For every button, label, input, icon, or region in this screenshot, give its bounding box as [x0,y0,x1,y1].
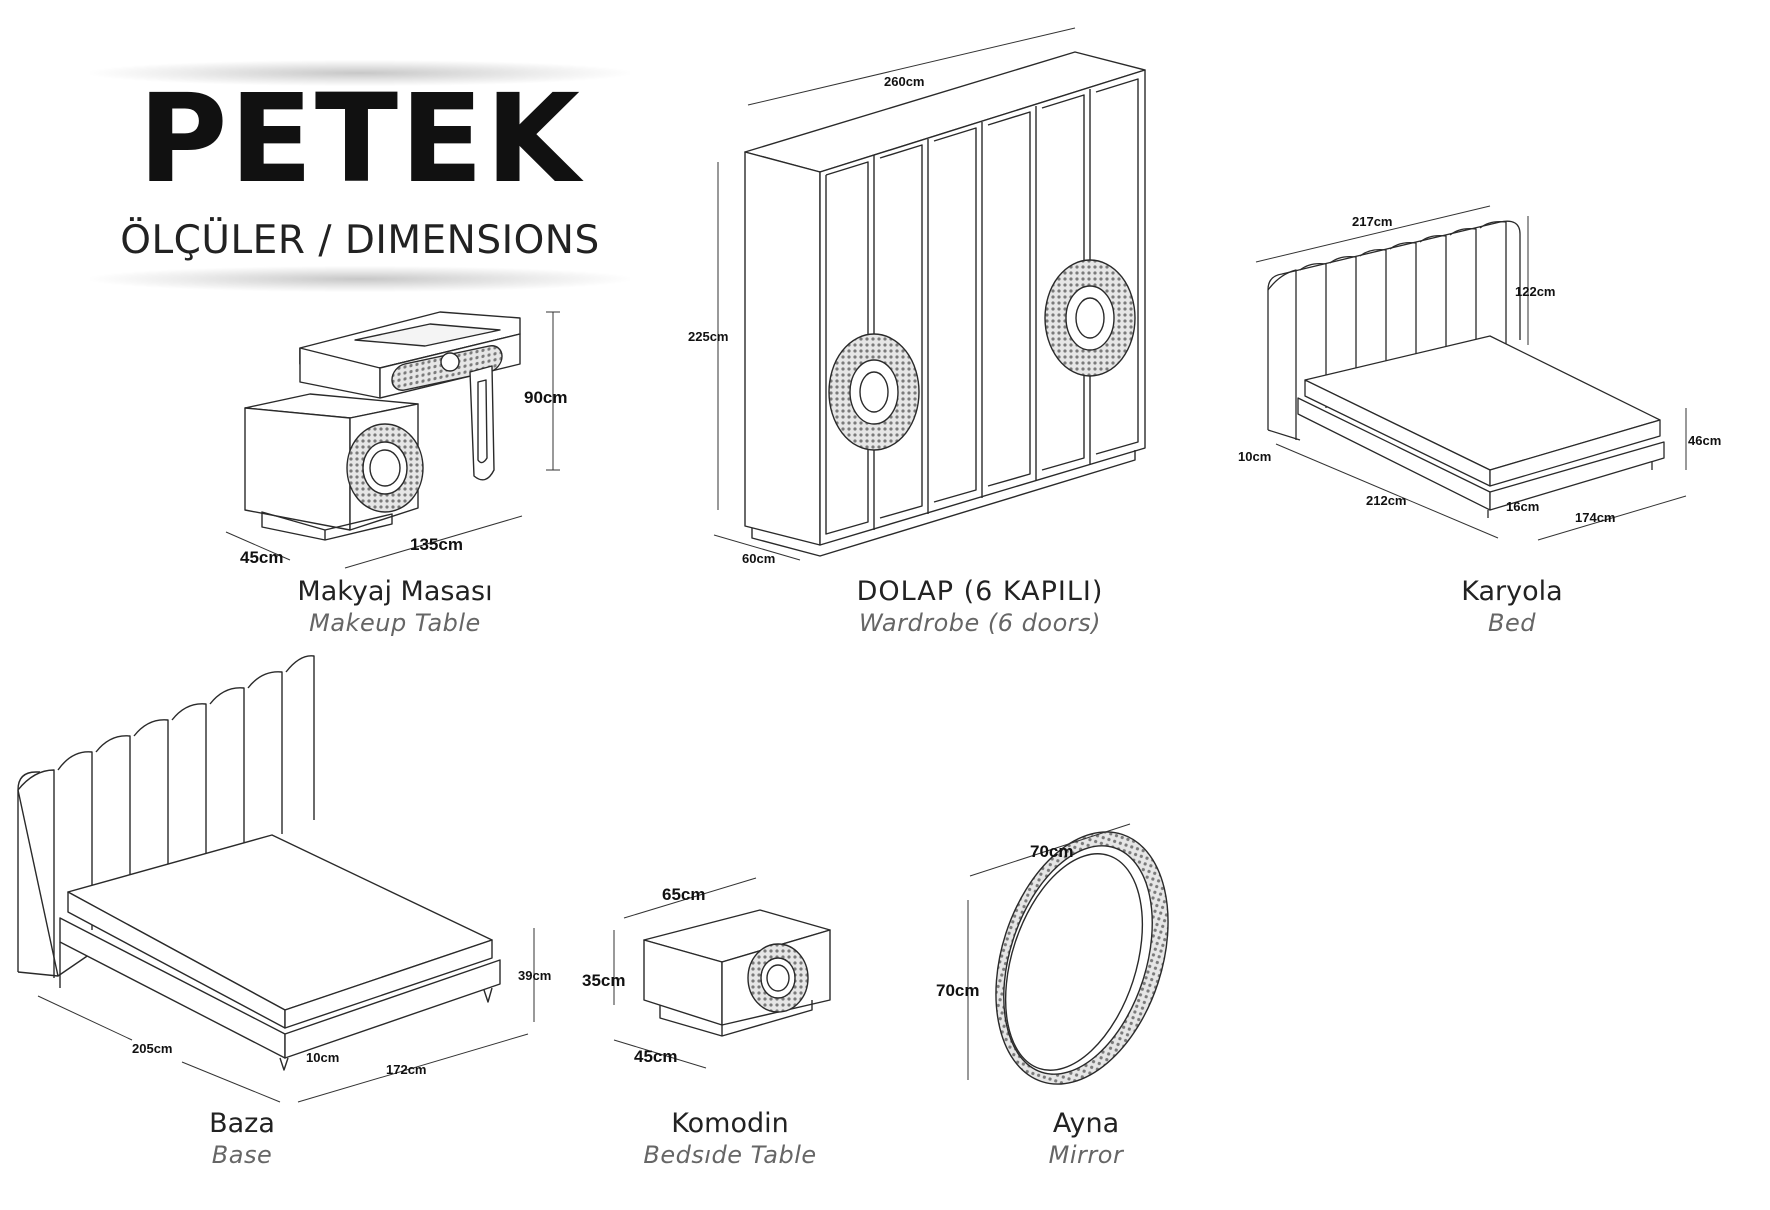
caption-wardrobe: DOLAP (6 KAPILI) Wardrobe (6 doors) [790,576,1170,638]
caption-mirror-en: Mirror [1048,1141,1124,1170]
header-shadow-top [90,60,630,86]
bed-width-label: 217cm [1352,214,1392,229]
mirror-height-label: 70cm [936,981,979,1000]
caption-bedside-table-en: Bedsıde Table [643,1141,817,1170]
makeup-table-drawing [244,311,521,541]
wardrobe-drawing [744,51,1146,557]
wardrobe-depth-label: 60cm [742,551,775,566]
bed-headboard-height-label: 122cm [1515,284,1555,299]
header-shadow-bottom [90,266,630,292]
base-leg-label: 10cm [306,1050,339,1065]
bed-height-label: 46cm [1688,433,1721,448]
mirror-width-label: 70cm [1030,842,1073,861]
caption-bedside-table: Komodin Bedsıde Table [550,1108,910,1170]
caption-bedside-table-tr: Komodin [671,1108,789,1139]
caption-makeup-table: Makyaj Masası Makeup Table [215,576,575,638]
wardrobe-dimensions [713,27,1076,561]
makeup-width-label: 135cm [410,535,463,554]
bed-drawing [1267,220,1665,518]
mirror-dimensions [967,823,1131,1080]
wardrobe-height-label: 225cm [688,329,728,344]
brand-subtitle: ÖLÇÜLER / DIMENSIONS [120,218,600,263]
bedside-width-label: 65cm [662,885,705,904]
base-length-label: 205cm [132,1041,172,1056]
caption-makeup-table-tr: Makyaj Masası [297,576,493,607]
bed-dimensions [1255,205,1687,541]
caption-bed-tr: Karyola [1461,576,1563,607]
bed-base-width-label: 174cm [1575,510,1615,525]
caption-base-en: Base [211,1141,273,1170]
makeup-table-dimensions [225,311,560,569]
bed-headboard-depth-label: 10cm [1238,449,1271,464]
makeup-height-label: 90cm [524,388,567,407]
brand-title: PETEK [138,68,582,210]
bed-length-label: 212cm [1366,493,1406,508]
base-height-label: 39cm [518,968,551,983]
caption-wardrobe-en: Wardrobe (6 doors) [858,609,1101,638]
makeup-depth-label: 45cm [240,548,283,567]
bedside-table-drawing [643,909,831,1037]
caption-mirror-tr: Ayna [1052,1108,1120,1139]
bedside-height-label: 35cm [582,971,625,990]
caption-bed-en: Bed [1488,609,1536,638]
mirror-drawing [995,831,1169,1085]
header-band: PETEK ÖLÇÜLER / DIMENSIONS [90,60,630,292]
caption-makeup-table-en: Makeup Table [309,609,481,638]
caption-mirror: Ayna Mirror [906,1108,1266,1170]
bedside-depth-label: 45cm [634,1047,677,1066]
caption-wardrobe-tr: DOLAP (6 KAPILI) [856,576,1104,607]
caption-base: Baza Base [62,1108,422,1170]
base-width-label: 172cm [386,1062,426,1077]
wardrobe-width-label: 260cm [884,74,924,89]
caption-bed: Karyola Bed [1332,576,1692,638]
base-drawing [17,655,501,1071]
caption-base-tr: Baza [209,1108,275,1139]
bed-leg-label: 16cm [1506,499,1539,514]
base-dimensions [37,928,535,1103]
bedside-dimensions [613,877,757,1069]
